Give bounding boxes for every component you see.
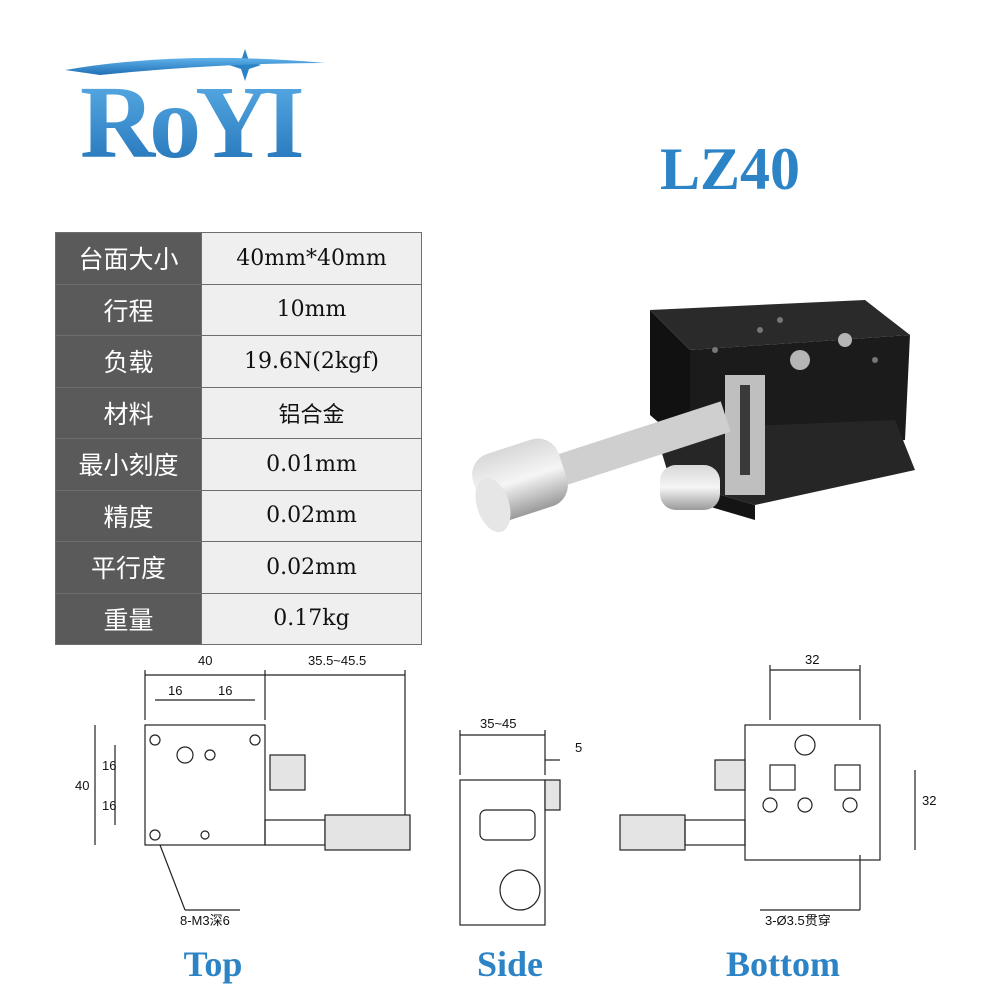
- view-label-top: Top: [183, 944, 243, 984]
- spec-label: 负载: [55, 335, 202, 388]
- spec-value: 10mm: [201, 283, 422, 336]
- spec-label: 精度: [55, 489, 202, 542]
- svg-text:40: 40: [75, 778, 89, 793]
- svg-text:3-Ø3.5贯穿: 3-Ø3.5贯穿: [765, 913, 831, 928]
- spec-value: 0.02mm: [201, 541, 422, 594]
- spec-label: 材料: [55, 386, 202, 439]
- svg-text:40: 40: [198, 653, 212, 668]
- view-label-side: Side: [476, 944, 544, 984]
- logo-text: RoYI: [80, 65, 301, 175]
- svg-text:35~45: 35~45: [480, 716, 517, 731]
- svg-text:35.5~45.5: 35.5~45.5: [308, 653, 366, 668]
- svg-text:5: 5: [575, 740, 582, 755]
- spec-label: 行程: [55, 283, 202, 336]
- technical-drawings: 40 35.5~45.5 16 16 16 16 40 8-M3深6 35~45…: [75, 652, 936, 928]
- model-name: LZ40: [659, 136, 801, 202]
- svg-text:8-M3深6: 8-M3深6: [180, 913, 230, 928]
- spec-row: 材料铝合金: [55, 386, 422, 439]
- royi-logo: RoYI: [65, 49, 325, 175]
- spec-value: 40mm*40mm: [201, 232, 422, 285]
- spec-label: 平行度: [55, 541, 202, 594]
- spec-label: 重量: [55, 592, 202, 645]
- spec-value: 0.01mm: [201, 438, 422, 491]
- spec-label: 台面大小: [55, 232, 202, 285]
- spec-value: 铝合金: [201, 386, 422, 439]
- product-image: [472, 300, 915, 533]
- svg-text:32: 32: [922, 793, 936, 808]
- spec-label: 最小刻度: [55, 438, 202, 491]
- spec-value: 0.17kg: [201, 592, 422, 645]
- svg-text:16: 16: [168, 683, 182, 698]
- view-label-bottom: Bottom: [726, 944, 840, 984]
- svg-text:16: 16: [102, 758, 116, 773]
- svg-text:16: 16: [102, 798, 116, 813]
- spec-value: 0.02mm: [201, 489, 422, 542]
- svg-text:32: 32: [805, 652, 819, 667]
- svg-text:16: 16: [218, 683, 232, 698]
- spec-value: 19.6N(2kgf): [201, 335, 422, 388]
